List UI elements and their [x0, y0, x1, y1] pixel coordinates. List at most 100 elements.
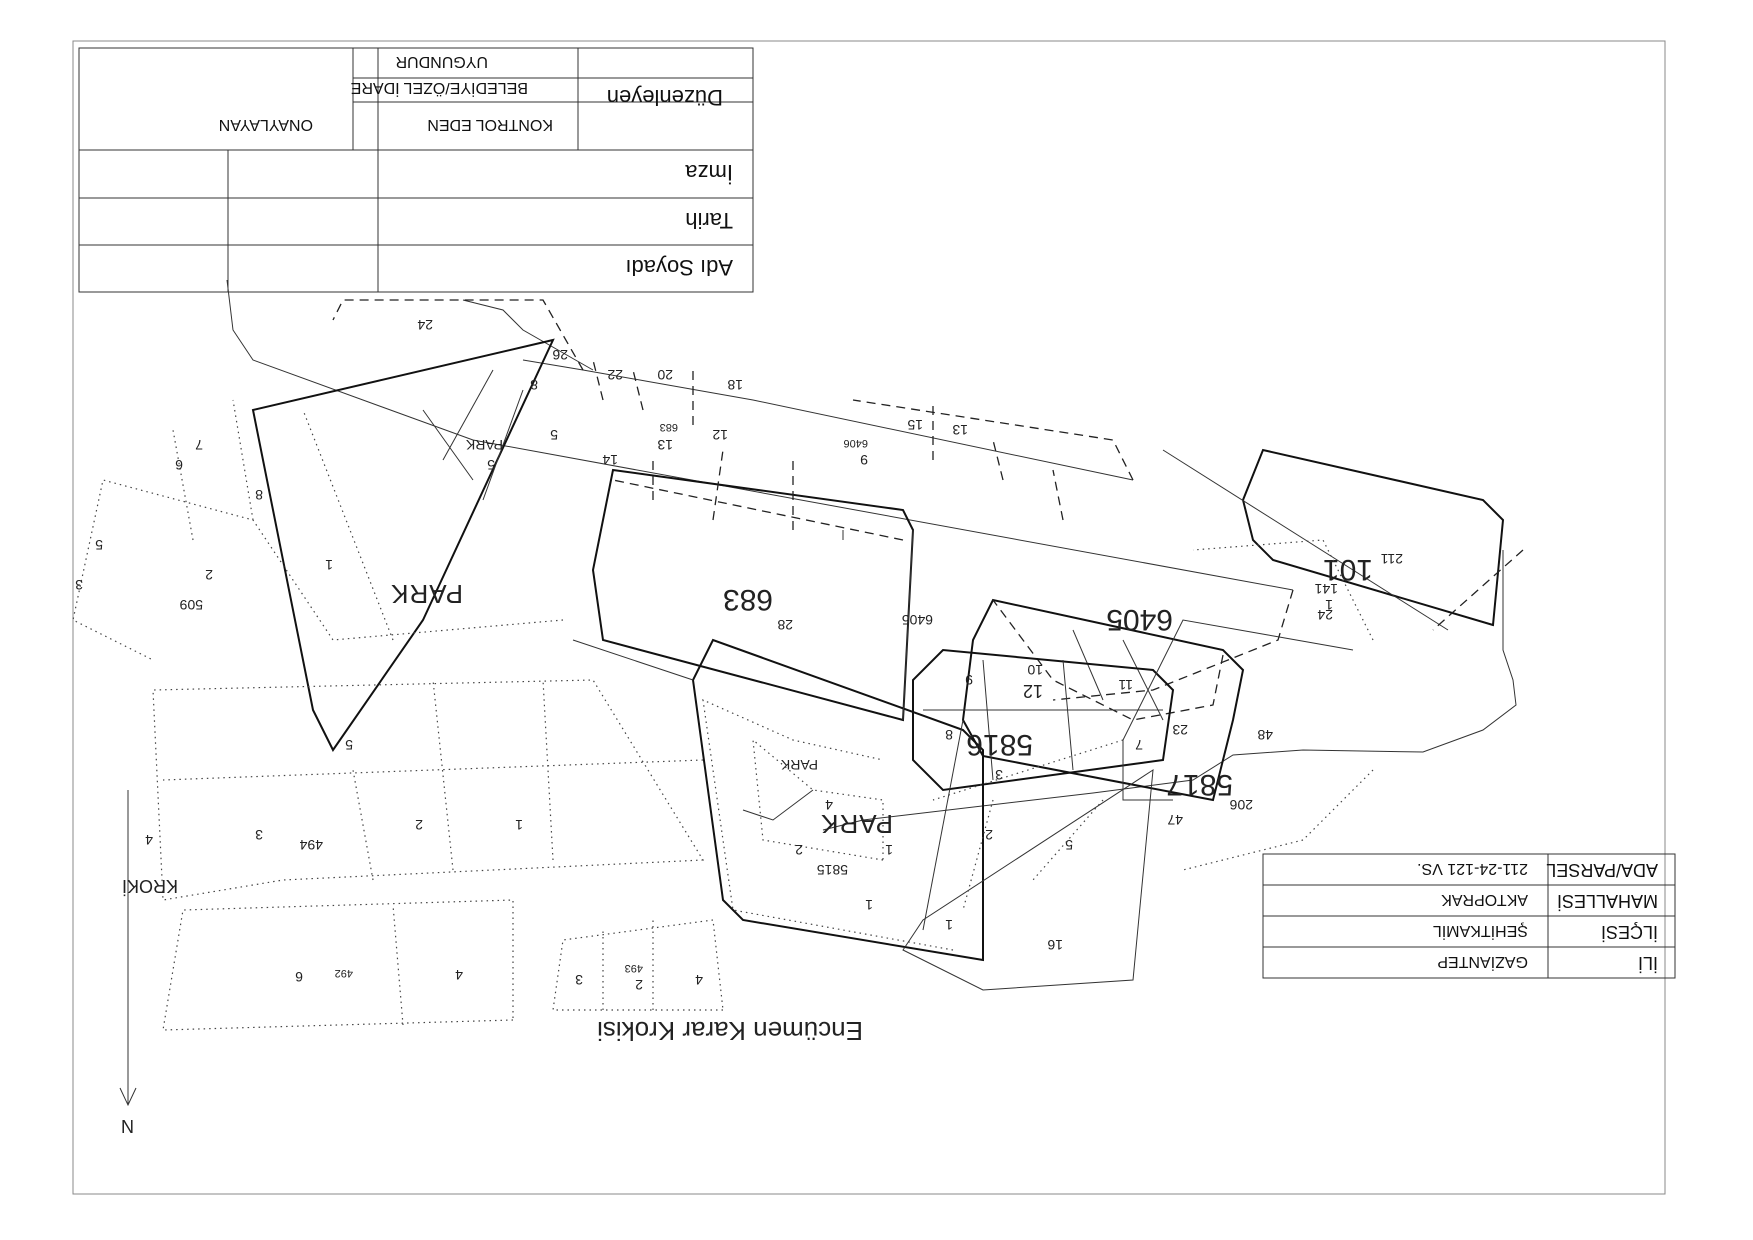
- block-494: 494 2 1 3 4 5: [145, 679, 705, 901]
- block-206-number: 206: [1229, 797, 1253, 813]
- parcel-label-2b: 2: [795, 842, 803, 858]
- parcel-label-2c: 2: [415, 817, 423, 833]
- parcel-label-11: 11: [1118, 677, 1133, 693]
- block-101-extra: 211: [1380, 551, 1403, 567]
- north-label: N: [121, 1116, 134, 1136]
- parcel-label-5b: 5: [550, 427, 558, 443]
- kroki-label: KROKİ: [122, 876, 178, 896]
- park-label-right: PARK: [390, 579, 463, 609]
- parcel-label-20: 20: [657, 367, 673, 383]
- block-493: 493 2 3 4: [552, 919, 724, 1011]
- block-5815-number: 5815: [817, 862, 848, 878]
- road-segment-1: [902, 529, 914, 721]
- approval-adi-soyadi: Adı Soyadı: [625, 255, 733, 280]
- park-label-middle-small: PARK: [780, 757, 818, 773]
- parcel-label-9b: 9: [965, 672, 973, 688]
- road-segment-2: [922, 719, 964, 931]
- parcel-label-16: 16: [1047, 937, 1063, 953]
- park-label-middle: PARK: [820, 809, 893, 839]
- approval-belediye: BELEDİYE/ÖZEL İDARE: [351, 79, 528, 98]
- parcel-label-4b: 4: [145, 832, 153, 848]
- parcel-strip: 13 15 6406 9 18 20 22 26 24 12 13 683 14: [332, 299, 1134, 521]
- map-title: Encümen Karar Krokisi: [597, 1016, 863, 1046]
- parcel-label-47: 47: [1167, 812, 1183, 828]
- parcel-label-7a: 7: [1135, 737, 1143, 753]
- parcel-label-3b: 3: [255, 827, 263, 843]
- parcel-label-1c: 1: [515, 817, 523, 833]
- parcel-label-4a: 4: [825, 797, 833, 813]
- parcel-label-3a: 3: [995, 767, 1003, 783]
- info-value-mahallesi: AKTOPRAK: [1441, 891, 1528, 908]
- info-value-ili: GAZİANTEP: [1437, 953, 1528, 972]
- parcel-label-18: 18: [727, 377, 743, 393]
- parcel-label-6406: 6406: [844, 437, 868, 449]
- park-label-small: PARK: [465, 437, 503, 453]
- parcel-label-13b: 13: [657, 437, 673, 453]
- parcel-label-2a: 2: [985, 827, 993, 843]
- block-683-number: 683: [723, 583, 773, 616]
- parcel-label-6b: 6: [175, 457, 183, 473]
- parcel-label-1b: 1: [885, 842, 893, 858]
- parcel-label-1-park: 1: [865, 897, 873, 913]
- block-6405-number: 6405: [1106, 603, 1173, 636]
- info-label-mahallesi: MAHALLESİ: [1557, 891, 1658, 911]
- road-boundary: [226, 279, 1294, 591]
- parcel-label-4d: 4: [455, 967, 463, 983]
- approval-table: Adı Soyadı Tarih İmza Düzenleyen KONTROL…: [78, 47, 754, 293]
- big-park: PARK PARK 1: [691, 638, 984, 962]
- approval-uygundur: UYGUNDUR: [396, 53, 488, 70]
- parcel-label-14: 14: [602, 452, 618, 468]
- parcel-label-23: 23: [1172, 722, 1188, 738]
- parcel-label-15: 15: [907, 417, 923, 433]
- approval-onaylayan: ONAYLAYAN: [219, 116, 313, 133]
- parcel-label-12: 12: [712, 427, 728, 443]
- parcel-label-48: 48: [1257, 727, 1273, 743]
- parcel-label-5d: 5: [345, 737, 353, 753]
- north-arrow: N: [119, 790, 137, 1136]
- road-segment-3: [572, 639, 694, 681]
- block-101-number: 101: [1323, 553, 1373, 586]
- block-5817: 5817 23 5 2 3 1: [902, 619, 1354, 991]
- info-label-ada-parsel: ADA/PARSEL: [1546, 860, 1658, 880]
- block-101-sub: 1: [1325, 597, 1333, 613]
- block-509-number: 509: [179, 597, 203, 613]
- parcel-label-6a: 6: [295, 969, 303, 985]
- parcel-label-5a: 5: [487, 457, 495, 473]
- block-493-number: 493: [625, 962, 643, 974]
- parcel-6405-small: 6405: [902, 612, 933, 628]
- info-label-ilcesi: İLÇESİ: [1601, 922, 1658, 942]
- info-table: İLİ GAZİANTEP İLÇESİ ŞEHİTKAMİL MAHALLES…: [1262, 853, 1676, 979]
- map-frame: [72, 40, 1666, 1195]
- approval-imza: İmza: [685, 160, 733, 185]
- parcel-label-13: 13: [952, 422, 968, 438]
- info-value-ada-parsel: 211-24-121 VS.: [1417, 860, 1528, 877]
- parcel-label-8c: 8: [255, 487, 263, 503]
- parcel-label-10a: 10: [1027, 662, 1043, 678]
- parcel-label-24b: 24: [1317, 607, 1333, 623]
- parcel-label-683s: 683: [660, 421, 678, 433]
- info-label-ili: İLİ: [1638, 953, 1658, 973]
- parcel-label-9a: 9: [860, 452, 868, 468]
- parcel-label-3c: 3: [575, 972, 583, 988]
- block-509: 509 1 2 3 6 8 7 5: [72, 399, 564, 661]
- info-value-ilcesi: ŞEHİTKAMİL: [1433, 922, 1528, 941]
- parcel-label-8a: 8: [530, 377, 538, 393]
- approval-tarih: Tarih: [685, 208, 733, 233]
- parcel-label-5c: 5: [1065, 837, 1073, 853]
- parcel-label-3d: 3: [75, 577, 83, 593]
- block-683-sub: 28: [777, 617, 793, 633]
- parcel-label-8b: 8: [945, 727, 953, 743]
- block-101: 101 211 141 1: [1052, 448, 1524, 701]
- parcel-label-1d: 1: [325, 557, 333, 573]
- parcel-label-2e: 2: [205, 567, 213, 583]
- block-101-frac: 141: [1314, 581, 1338, 597]
- block-494-number: 494: [299, 837, 323, 853]
- block-492: 492 4 6: [162, 899, 514, 1031]
- road-curve: [822, 550, 1517, 831]
- parcel-label-1a: 1: [945, 917, 953, 933]
- approval-duzenleyen: Düzenleyen: [607, 85, 723, 110]
- parcel-label-5e: 5: [95, 537, 103, 553]
- block-5817-number: 5817: [1166, 768, 1233, 801]
